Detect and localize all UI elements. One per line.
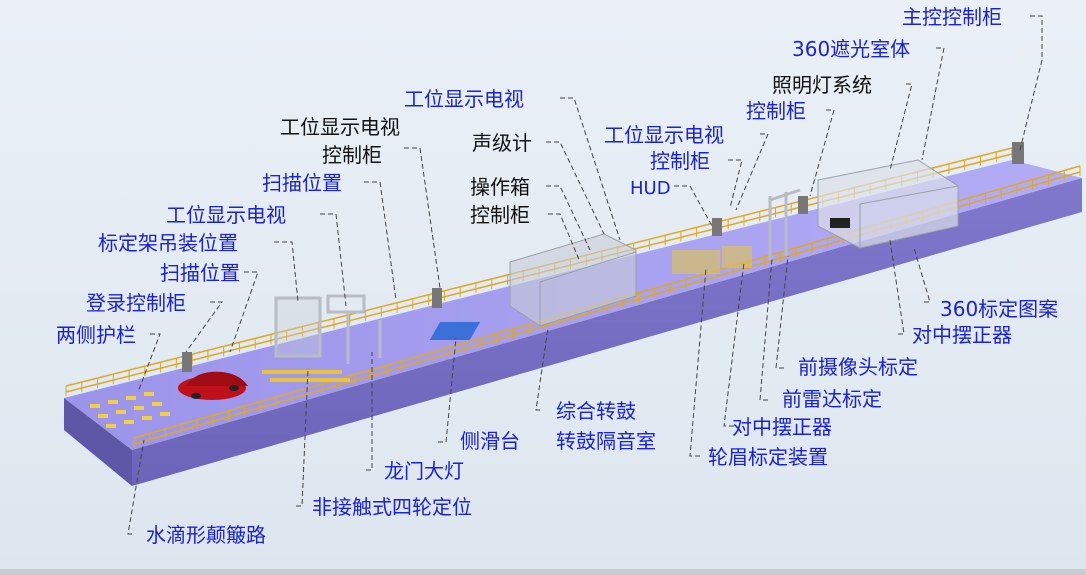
bottom-border xyxy=(0,569,1086,575)
label-login-cabinet: 登录控制柜 xyxy=(86,291,186,315)
label-noncontact-alignment: 非接触式四轮定位 xyxy=(312,495,472,519)
label-sound-meter: 声级计 xyxy=(472,131,532,155)
red-car xyxy=(178,371,248,400)
floor-long-face xyxy=(132,178,1082,486)
label-water-drop-bump-road: 水滴形颠簸路 xyxy=(146,523,266,547)
scan-cabinet-box xyxy=(432,288,442,308)
label-station-tv-top: 工位显示电视 xyxy=(404,87,524,111)
label-side-guardrail: 两侧护栏 xyxy=(56,323,136,347)
label-control-cabinet-2: 控制柜 xyxy=(322,143,382,167)
label-operation-box: 操作箱 xyxy=(470,175,530,199)
label-drum-sound-room: 转鼓隔音室 xyxy=(556,429,656,453)
adas-calibration-area xyxy=(672,188,801,274)
label-main-cabinet: 主控控制柜 xyxy=(902,5,1002,29)
label-wheel-brow-calib: 轮眉标定装置 xyxy=(708,445,828,469)
dark-room-360 xyxy=(817,159,959,249)
label-station-tv-3: 工位显示电视 xyxy=(604,123,724,147)
label-side-slide: 侧滑台 xyxy=(460,429,520,453)
label-centering-device-1: 对中摆正器 xyxy=(912,323,1012,347)
label-scan-position-1: 扫描位置 xyxy=(262,171,342,195)
login-cabinet-box xyxy=(182,352,192,372)
cabinet-box-2 xyxy=(712,218,722,236)
main-cabinet-box xyxy=(1012,142,1024,164)
label-lighting-system: 照明灯系统 xyxy=(772,73,872,97)
side-slide-plate xyxy=(429,322,481,340)
label-combined-drum: 综合转鼓 xyxy=(556,399,636,423)
label-front-radar-calib: 前雷达标定 xyxy=(782,387,882,411)
label-station-tv-4: 工位显示电视 xyxy=(166,203,286,227)
label-gantry-light: 龙门大灯 xyxy=(384,459,464,483)
floor-front-face xyxy=(64,398,132,486)
label-control-cabinet-4: 控制柜 xyxy=(650,149,710,173)
cabinet-box-3 xyxy=(798,196,808,214)
bump-road-markers xyxy=(90,392,170,428)
label-hud: HUD xyxy=(630,178,671,199)
label-station-tv-2: 工位显示电视 xyxy=(280,115,400,139)
label-scan-position-2: 扫描位置 xyxy=(160,261,240,285)
label-front-camera-calib: 前摄像头标定 xyxy=(798,355,918,379)
label-360-pattern: 360标定图案 xyxy=(940,297,1059,321)
label-360-dark-room: 360遮光室体 xyxy=(792,37,911,61)
leader-lines xyxy=(127,15,1043,535)
label-control-cabinet-3: 控制柜 xyxy=(470,203,530,227)
label-calib-frame-hoist: 标定架吊装位置 xyxy=(98,231,238,255)
label-control-cabinet-top: 控制柜 xyxy=(746,99,806,123)
yellow-rails xyxy=(262,370,350,382)
label-centering-device-2: 对中摆正器 xyxy=(732,415,832,439)
